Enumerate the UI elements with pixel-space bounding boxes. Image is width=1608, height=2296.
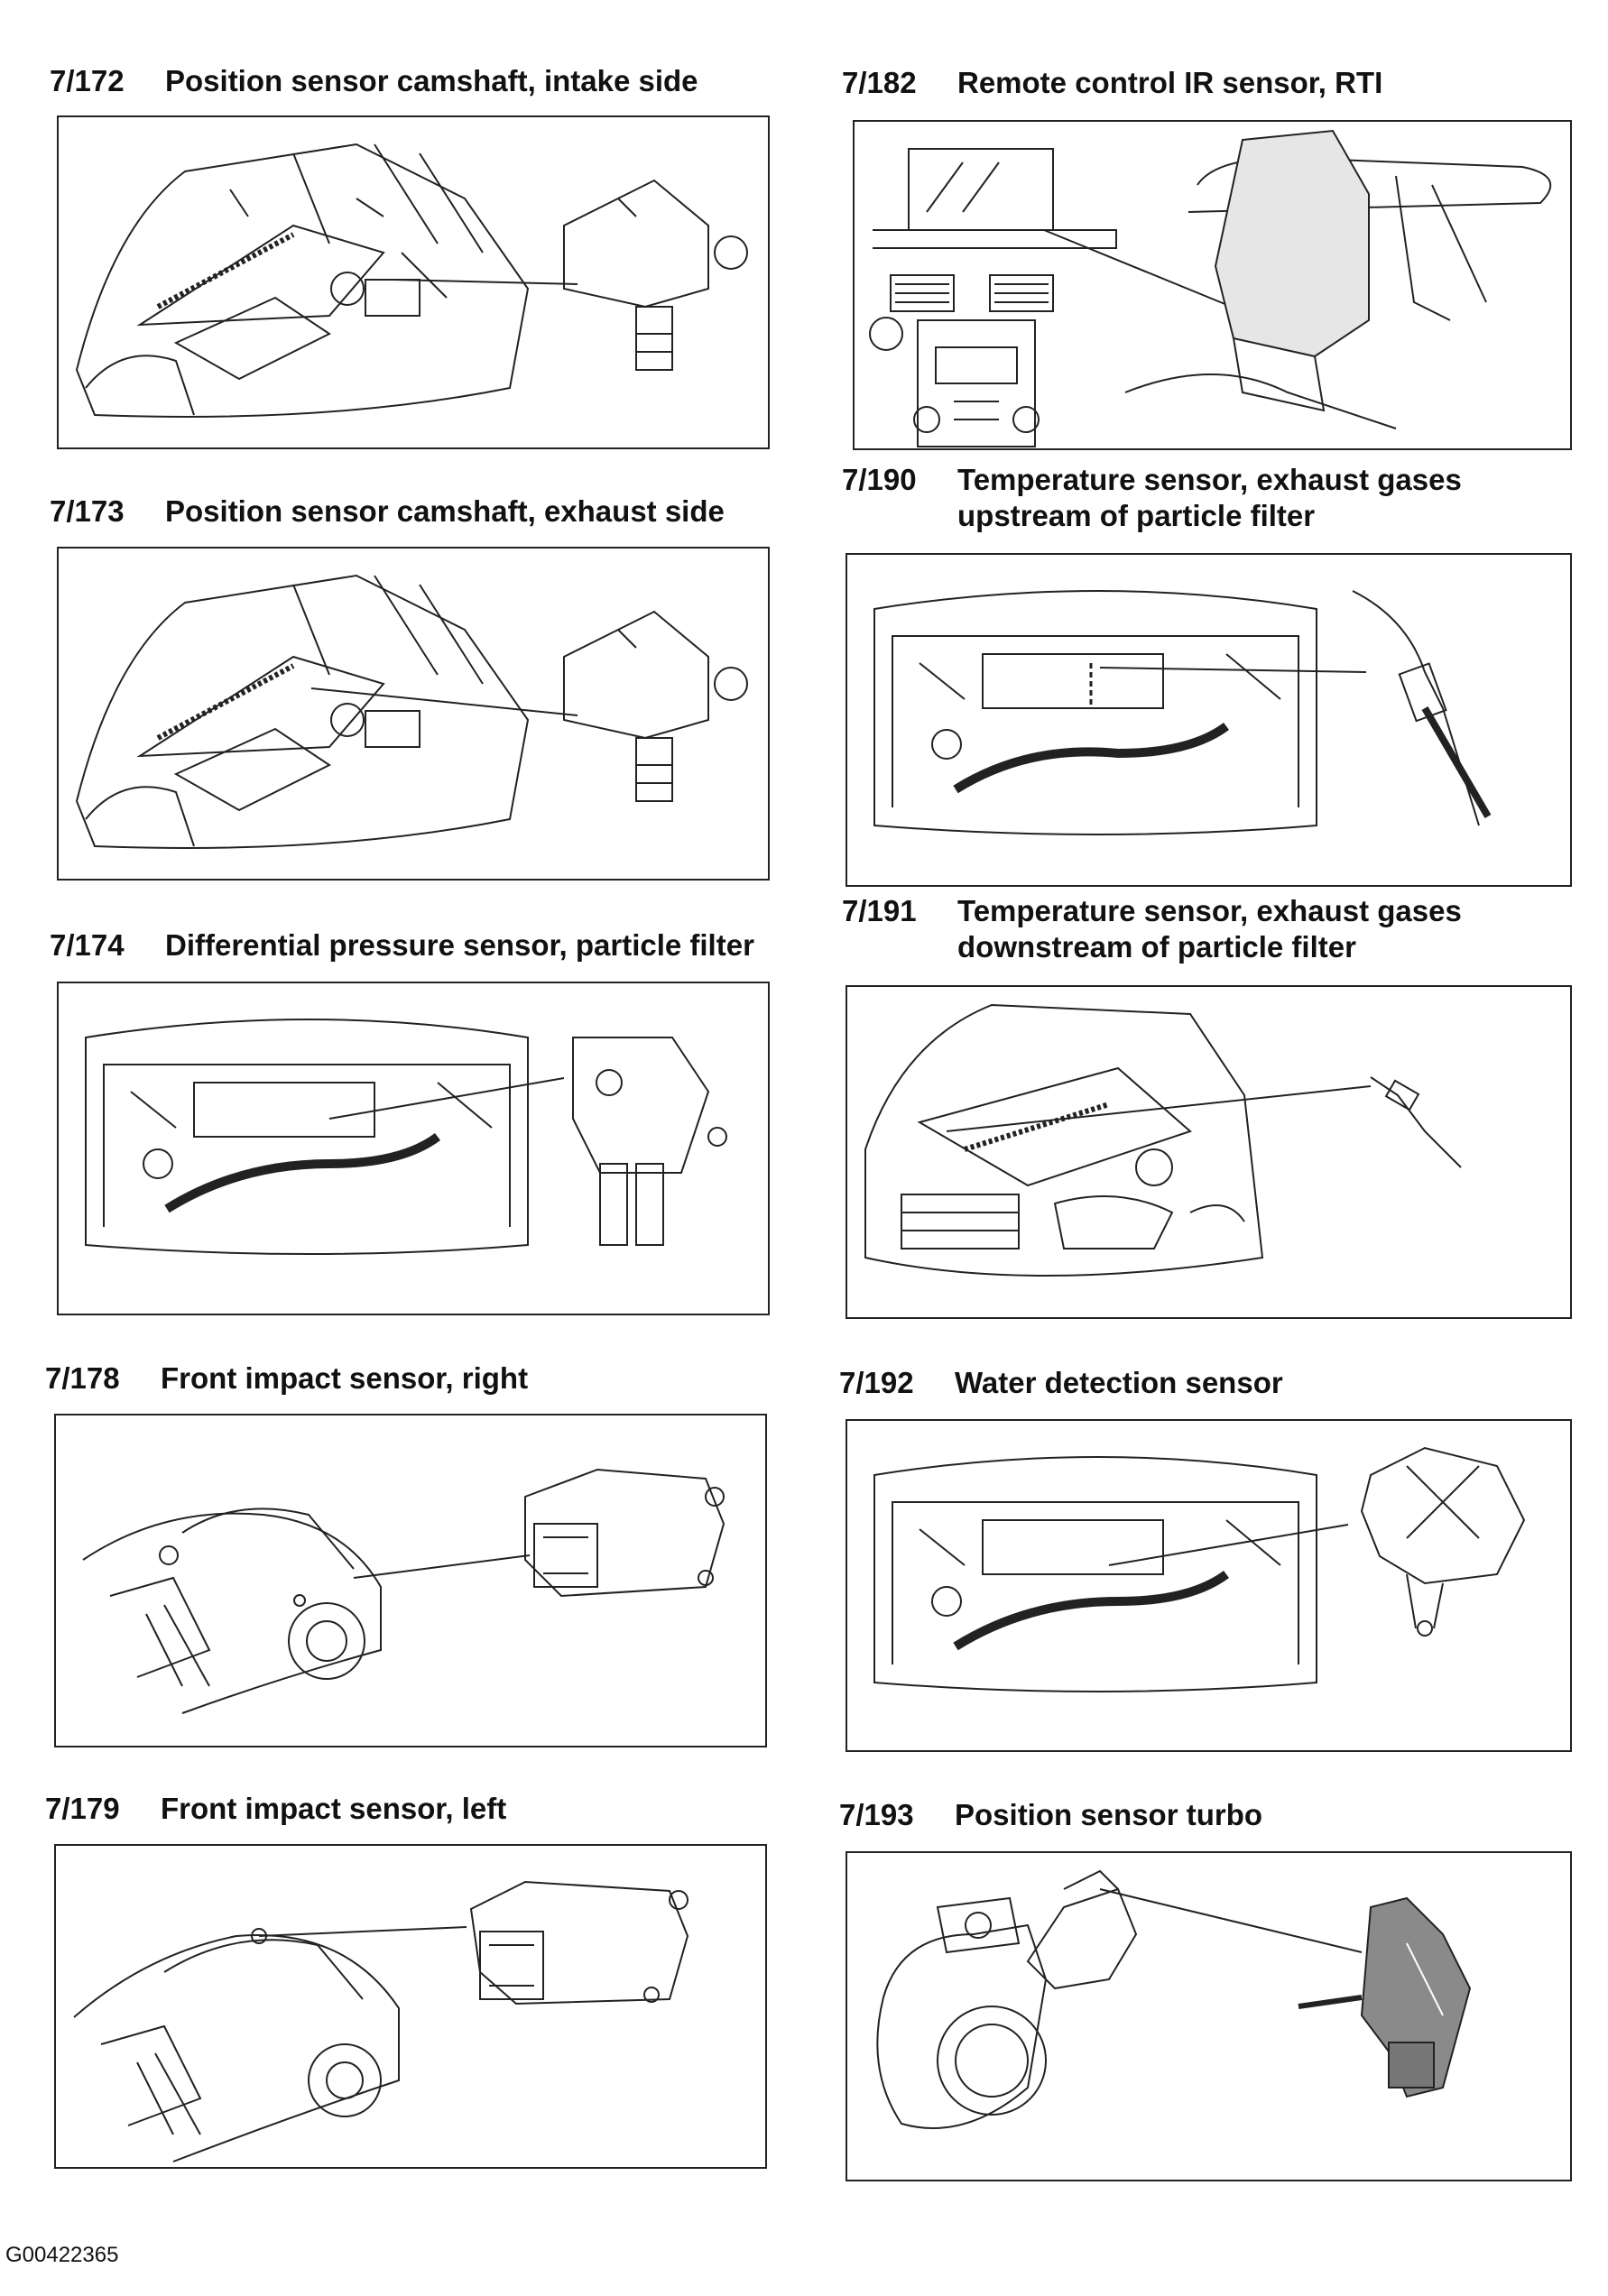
car-front-illustration [864,1003,1462,1277]
entry-title: 7/173 Position sensor camshaft, exhaust s… [50,493,725,530]
entry-code: 7/174 [50,928,125,962]
entry-title-line2: downstream of particle filter [957,930,1356,964]
entry-code: 7/178 [45,1361,120,1395]
entry-title-line2: upstream of particle filter [957,499,1316,532]
entry-title-text: Differential pressure sensor, particle f… [165,928,754,962]
illustration-frame [846,1851,1572,2181]
entry-code: 7/190 [842,463,917,496]
entry-title: 7/172 Position sensor camshaft, intake si… [50,63,698,99]
engine-bay-illustration [75,574,748,849]
entry-title: 7/174 Differential pressure sensor, parti… [50,927,754,964]
entry-title-text: Front impact sensor, left [161,1792,507,1825]
engine-bay-illustration [873,1446,1526,1692]
turbo-illustration [876,1869,1472,2129]
entry-code: 7/173 [50,494,125,528]
engine-bay-illustration [85,1019,727,1255]
entry-title-text: Position sensor turbo [955,1798,1263,1831]
car-illustration [73,1880,689,2162]
car-illustration [82,1468,725,1714]
entry-code: 7/182 [842,66,917,99]
entry-code: 7/193 [839,1798,914,1831]
illustration-frame [846,985,1572,1319]
illustration-frame [54,1414,767,1747]
entry-title: 7/182 Remote control IR sensor, RTI [842,65,1382,101]
illustration-frame [57,547,770,881]
entry-title-text: Position sensor camshaft, exhaust side [165,494,725,528]
dashboard-illustration [869,129,1552,447]
entry-title-text: Front impact sensor, right [161,1361,529,1395]
entry-title-line1: Temperature sensor, exhaust gases [957,463,1462,496]
engine-bay-illustration [873,590,1492,835]
figure-id: G00422365 [5,2243,119,2267]
entry-title: 7/178 Front impact sensor, right [45,1360,528,1397]
illustration-frame [57,115,770,449]
entry-code: 7/191 [842,894,917,927]
illustration-frame [54,1844,767,2169]
illustration-frame [57,982,770,1315]
entry-title-text: Position sensor camshaft, intake side [165,64,698,97]
engine-bay-illustration [75,143,748,418]
entry-code: 7/179 [45,1792,120,1825]
entry-title: 7/179 Front impact sensor, left [45,1791,506,1827]
entry-title-text: Water detection sensor [955,1366,1283,1399]
entry-title-line1: Temperature sensor, exhaust gases [957,894,1462,927]
entry-title: 7/192 Water detection sensor [839,1365,1283,1401]
entry-title-text: Remote control IR sensor, RTI [957,66,1383,99]
entry-code: 7/192 [839,1366,914,1399]
entry-title: 7/193 Position sensor turbo [839,1797,1262,1833]
illustration-frame [846,553,1572,887]
illustration-frame [853,120,1572,450]
illustration-frame [846,1419,1572,1752]
entry-code: 7/172 [50,64,125,97]
